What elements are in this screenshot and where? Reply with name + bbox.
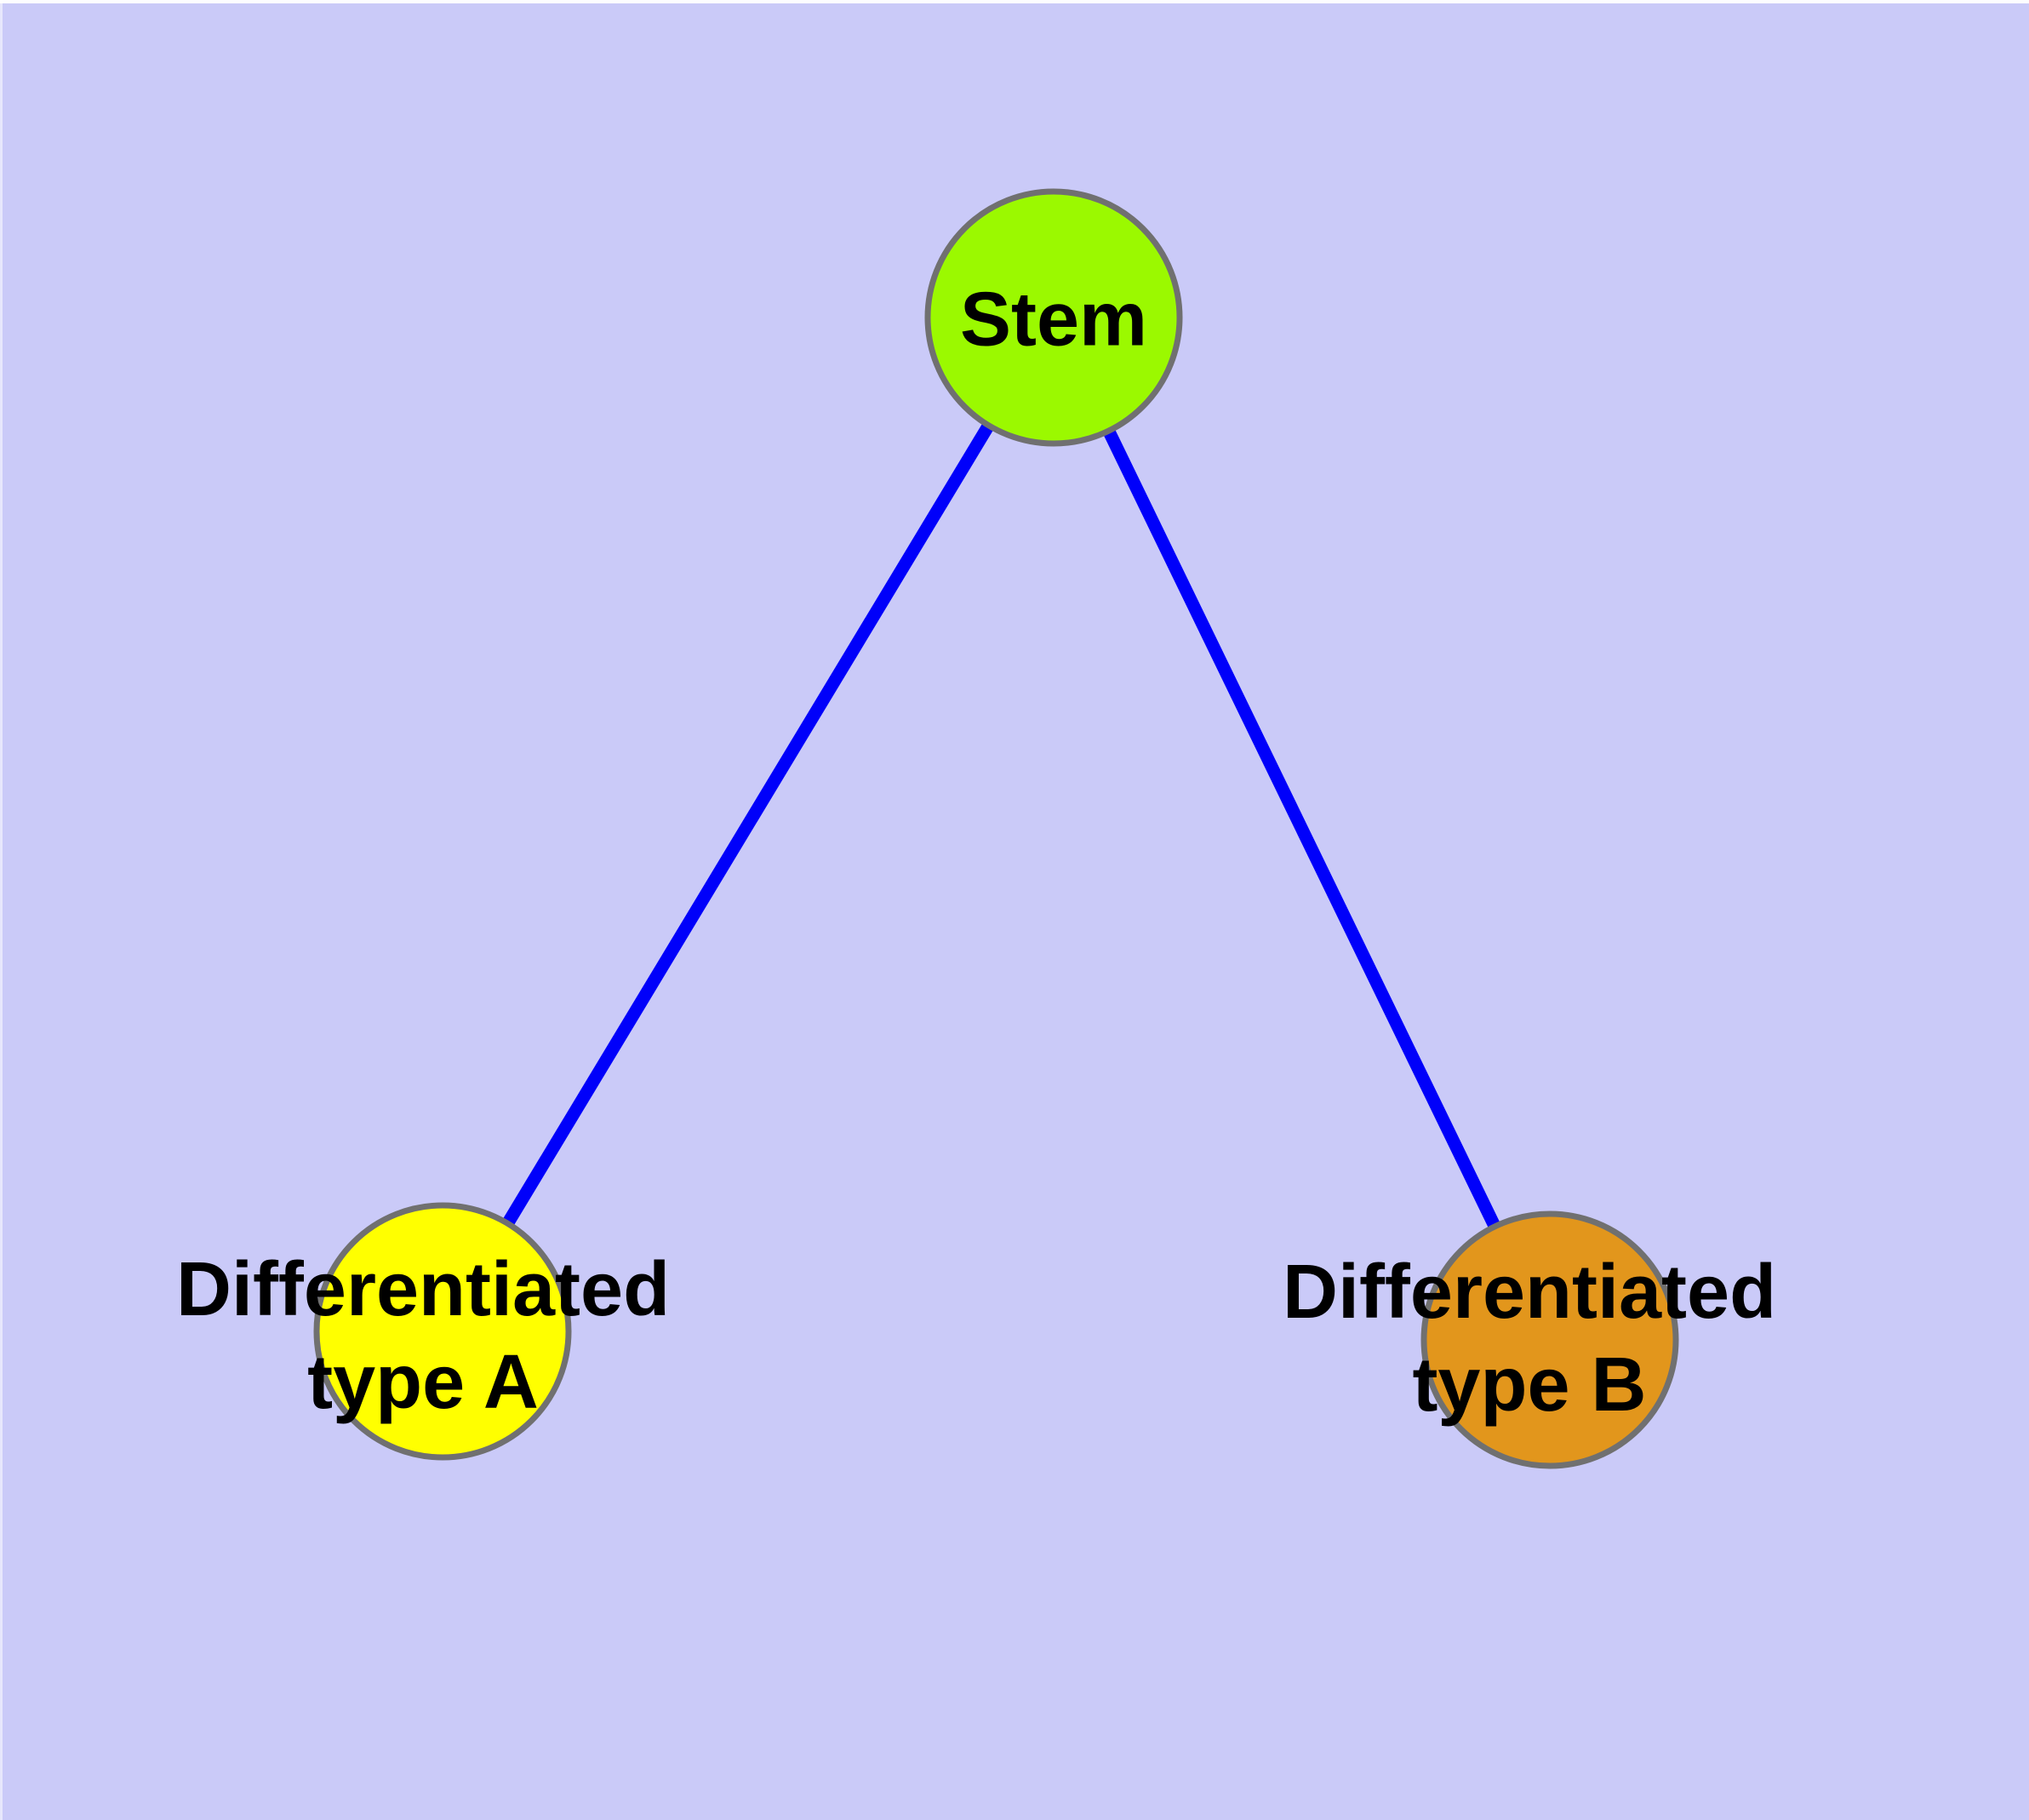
edge-stem-to-type-a: [437, 314, 1060, 1335]
node-stem-label: Stem: [959, 277, 1148, 363]
node-type-b-label: Differentiated type B: [1282, 1250, 1777, 1428]
edge-stem-to-type-b: [1048, 314, 1556, 1343]
canvas-left-edge-highlight: [0, 0, 3, 1820]
node-stem-circle[interactable]: [924, 188, 1183, 447]
canvas-top-edge-highlight: [0, 0, 2029, 3]
node-type-b-circle[interactable]: [1420, 1210, 1679, 1469]
node-type-a-label: Differentiated type A: [175, 1247, 671, 1425]
node-type-a-circle[interactable]: [313, 1202, 572, 1461]
